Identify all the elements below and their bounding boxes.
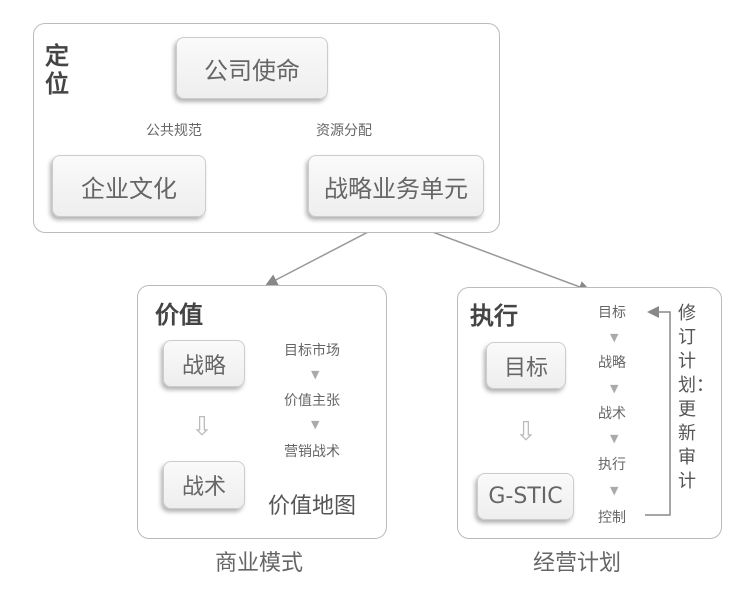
- business-model-caption: 商业模式: [215, 551, 304, 576]
- mission-box: 公司使命: [176, 37, 328, 99]
- down-hollow-arrow-icon: ⇩: [191, 412, 213, 442]
- down-arrow-icon: ▼: [311, 418, 320, 431]
- operating-plan-caption: 经营计划: [533, 551, 622, 576]
- value-step: 价值主张: [284, 393, 340, 409]
- execution-title: 执行: [470, 302, 518, 330]
- edge-label-norms: 公共规范: [146, 120, 202, 140]
- execution-step: 战术: [598, 406, 626, 422]
- execution-step: 战略: [598, 355, 626, 371]
- value-step: 目标市场: [284, 343, 340, 359]
- positioning-title-1: 定: [45, 42, 69, 70]
- down-hollow-arrow-icon: ⇩: [515, 417, 537, 447]
- positioning-title-2: 位: [45, 70, 69, 98]
- value-title: 价值: [155, 301, 203, 329]
- execution-step: 目标: [598, 305, 626, 321]
- execution-step: 执行: [598, 457, 626, 473]
- gstic-box: G-STIC: [477, 473, 574, 520]
- sbu-box: 战略业务单元: [308, 155, 484, 217]
- down-arrow-icon: ▼: [311, 368, 320, 381]
- goal-box: 目标: [486, 342, 566, 389]
- value-map-label: 价值地图: [268, 494, 357, 519]
- down-arrow-icon: ▼: [610, 484, 619, 497]
- edge-label-resources: 资源分配: [316, 120, 372, 140]
- value-step: 营销战术: [284, 444, 340, 460]
- down-arrow-icon: ▼: [610, 382, 619, 395]
- tactics-box: 战术: [163, 461, 245, 509]
- culture-box: 企业文化: [52, 155, 206, 217]
- down-arrow-icon: ▼: [610, 432, 619, 445]
- feedback-label: 修订计划：更新审计: [678, 303, 714, 492]
- strategy-box: 战略: [163, 340, 245, 387]
- down-arrow-icon: ▼: [610, 331, 619, 344]
- execution-step: 控制: [598, 510, 626, 526]
